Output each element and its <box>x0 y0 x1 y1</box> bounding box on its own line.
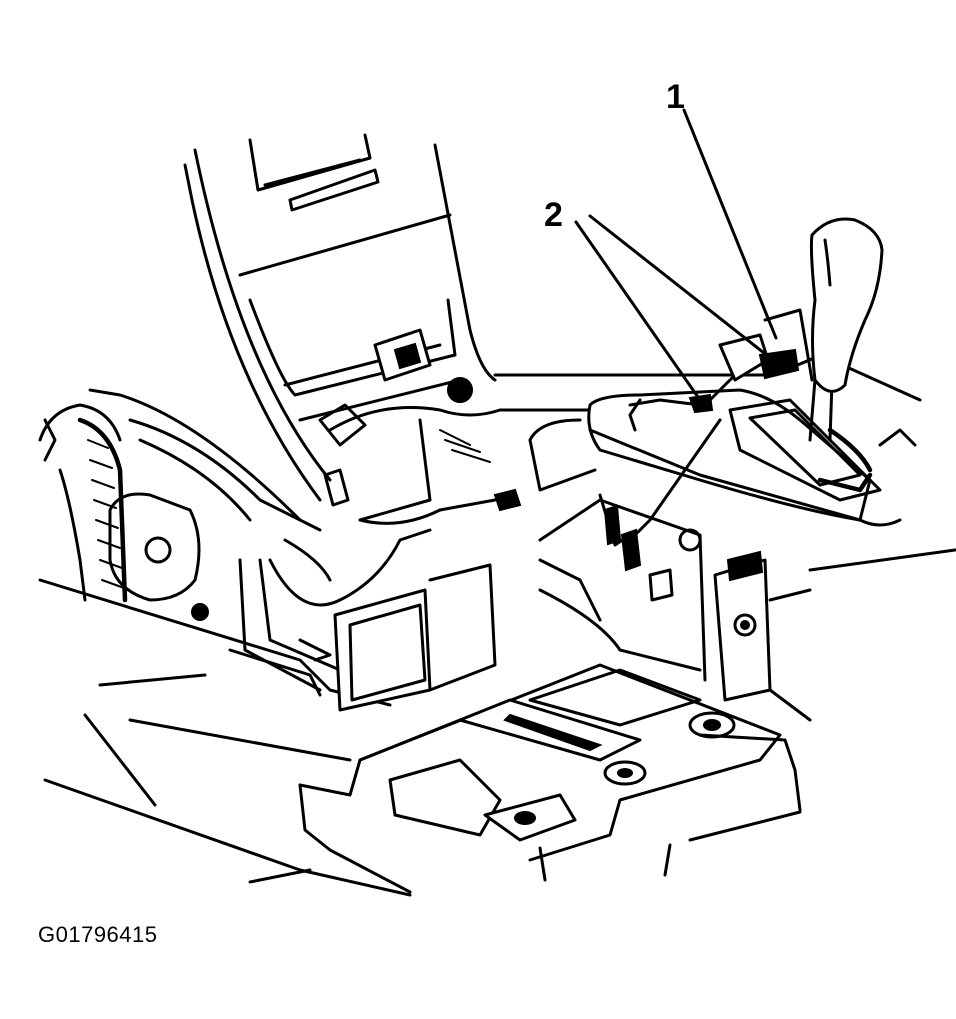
shifter-indicator-housing <box>493 353 956 572</box>
console-base <box>358 663 802 882</box>
hvac-module <box>38 388 322 621</box>
floor-pan <box>43 673 462 897</box>
callout-leaders <box>574 108 780 402</box>
figure-code: G01796415 <box>38 922 158 947</box>
shift-lever <box>808 217 884 442</box>
shifter-support-bracket <box>538 493 812 722</box>
callout-2-label: 2 <box>544 196 563 234</box>
callout-1-label: 1 <box>666 78 685 116</box>
wiring-harness <box>268 328 522 607</box>
console-bracket <box>38 538 497 712</box>
center-stack-panel <box>183 133 497 502</box>
